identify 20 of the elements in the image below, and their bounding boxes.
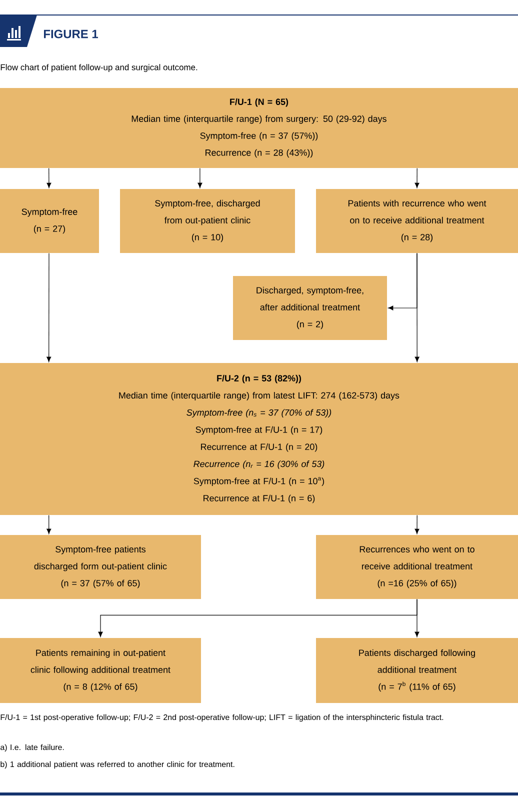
arrow: [414, 514, 420, 534]
arrow: [198, 168, 202, 188]
caption: Flow chart of patient follow-up and surgical outcome.: [0, 64, 198, 72]
arrow: [46, 514, 52, 534]
flow-box: F/U-2 (n = 53 (82%)) Median time (interquartile range) from latest LIFT: 274 (162-573) days Symptom-free (n$_{s}$ = 37 (70% of 53)) Symptom-free at F/U-1 (n = 17) Recurrence at F/U-1 (n = 20) Recurrence (n$_{r}$ = 16 (30% of 53) Symptom-free at F/U-1 (n = 10$^{a}$) Recurrence at F/U-1 (n = 6): [0, 363, 518, 515]
flow-box: Patients with recurrence who went on to receive additional treatment (n = 28): [316, 189, 518, 253]
flow-box: Symptom-free (n = 27): [0, 189, 99, 253]
flow-box: Discharged, symptom-free, after additional treatment (n = 2): [233, 276, 387, 340]
arrow: [414, 168, 420, 188]
flow-box: Patients remaining in out-patient clinic following additional treatment (n = 8 (12% of 65): [0, 638, 201, 703]
arrow: [46, 252, 52, 362]
flow-box: Symptom-free, discharged from out-patient clinic (n = 10): [120, 189, 295, 253]
arrow: [414, 598, 420, 637]
flow-box: Symptom-free patients discharged form out-patient clinic (n = 37 (57% of 65): [0, 535, 201, 599]
arrow: [46, 168, 52, 188]
flow-box: Recurrences who went on to receive additional treatment (n =16 (25% of 65)): [316, 535, 518, 599]
arrow: [414, 252, 420, 362]
flow-box: F/U-1 (N = 65) Median time (interquartile range) from surgery: 50 (29-92) days Symptom-free (n = 37 (57%)) Recurrence (n = 28 (43%)): [0, 88, 518, 168]
flow-box: Patients discharged following additional treatment (n = 7$^{b}$ (11% of 65): [316, 638, 518, 703]
figure-title: FIGURE 1: [44, 30, 98, 38]
